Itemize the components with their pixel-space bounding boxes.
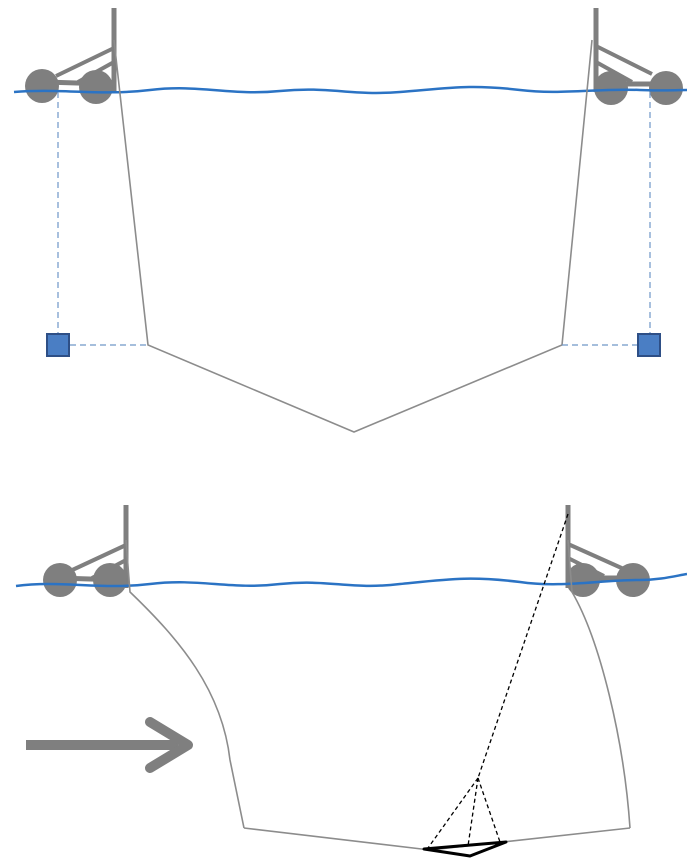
sensor-frame-icon xyxy=(422,840,508,858)
left-stay-upper xyxy=(55,46,115,78)
water-surface xyxy=(15,572,687,588)
left-stay-upper xyxy=(67,543,127,574)
water-surface xyxy=(13,85,687,95)
sensor-tether xyxy=(477,513,569,779)
anchor-weight-icon xyxy=(46,333,70,357)
panel-still-water xyxy=(13,8,687,433)
sensor-bridle-2 xyxy=(467,777,479,847)
left-float-assembly xyxy=(43,505,129,597)
right-float-assembly xyxy=(593,8,683,105)
current-arrow-icon xyxy=(26,717,193,773)
right-stay-upper xyxy=(567,542,627,572)
float-buoy-icon xyxy=(649,71,683,105)
right-float-assembly xyxy=(565,505,650,597)
float-buoy-icon xyxy=(25,69,59,103)
net-outline-right-wall xyxy=(567,539,631,829)
panel-with-current xyxy=(15,505,687,858)
left-float-assembly xyxy=(25,8,117,104)
float-buoy-icon xyxy=(594,71,628,105)
float-buoy-icon xyxy=(43,563,77,597)
sensor-bridle-1 xyxy=(427,777,479,849)
float-buoy-icon xyxy=(93,563,127,597)
anchor-weight-icon xyxy=(637,333,661,357)
float-buoy-icon xyxy=(566,563,600,597)
net-outline-left-wall xyxy=(125,539,245,829)
net-outline xyxy=(113,39,593,433)
float-buoy-icon xyxy=(79,70,113,104)
right-stay-upper xyxy=(595,44,653,76)
sensor-bridle-3 xyxy=(477,777,501,843)
